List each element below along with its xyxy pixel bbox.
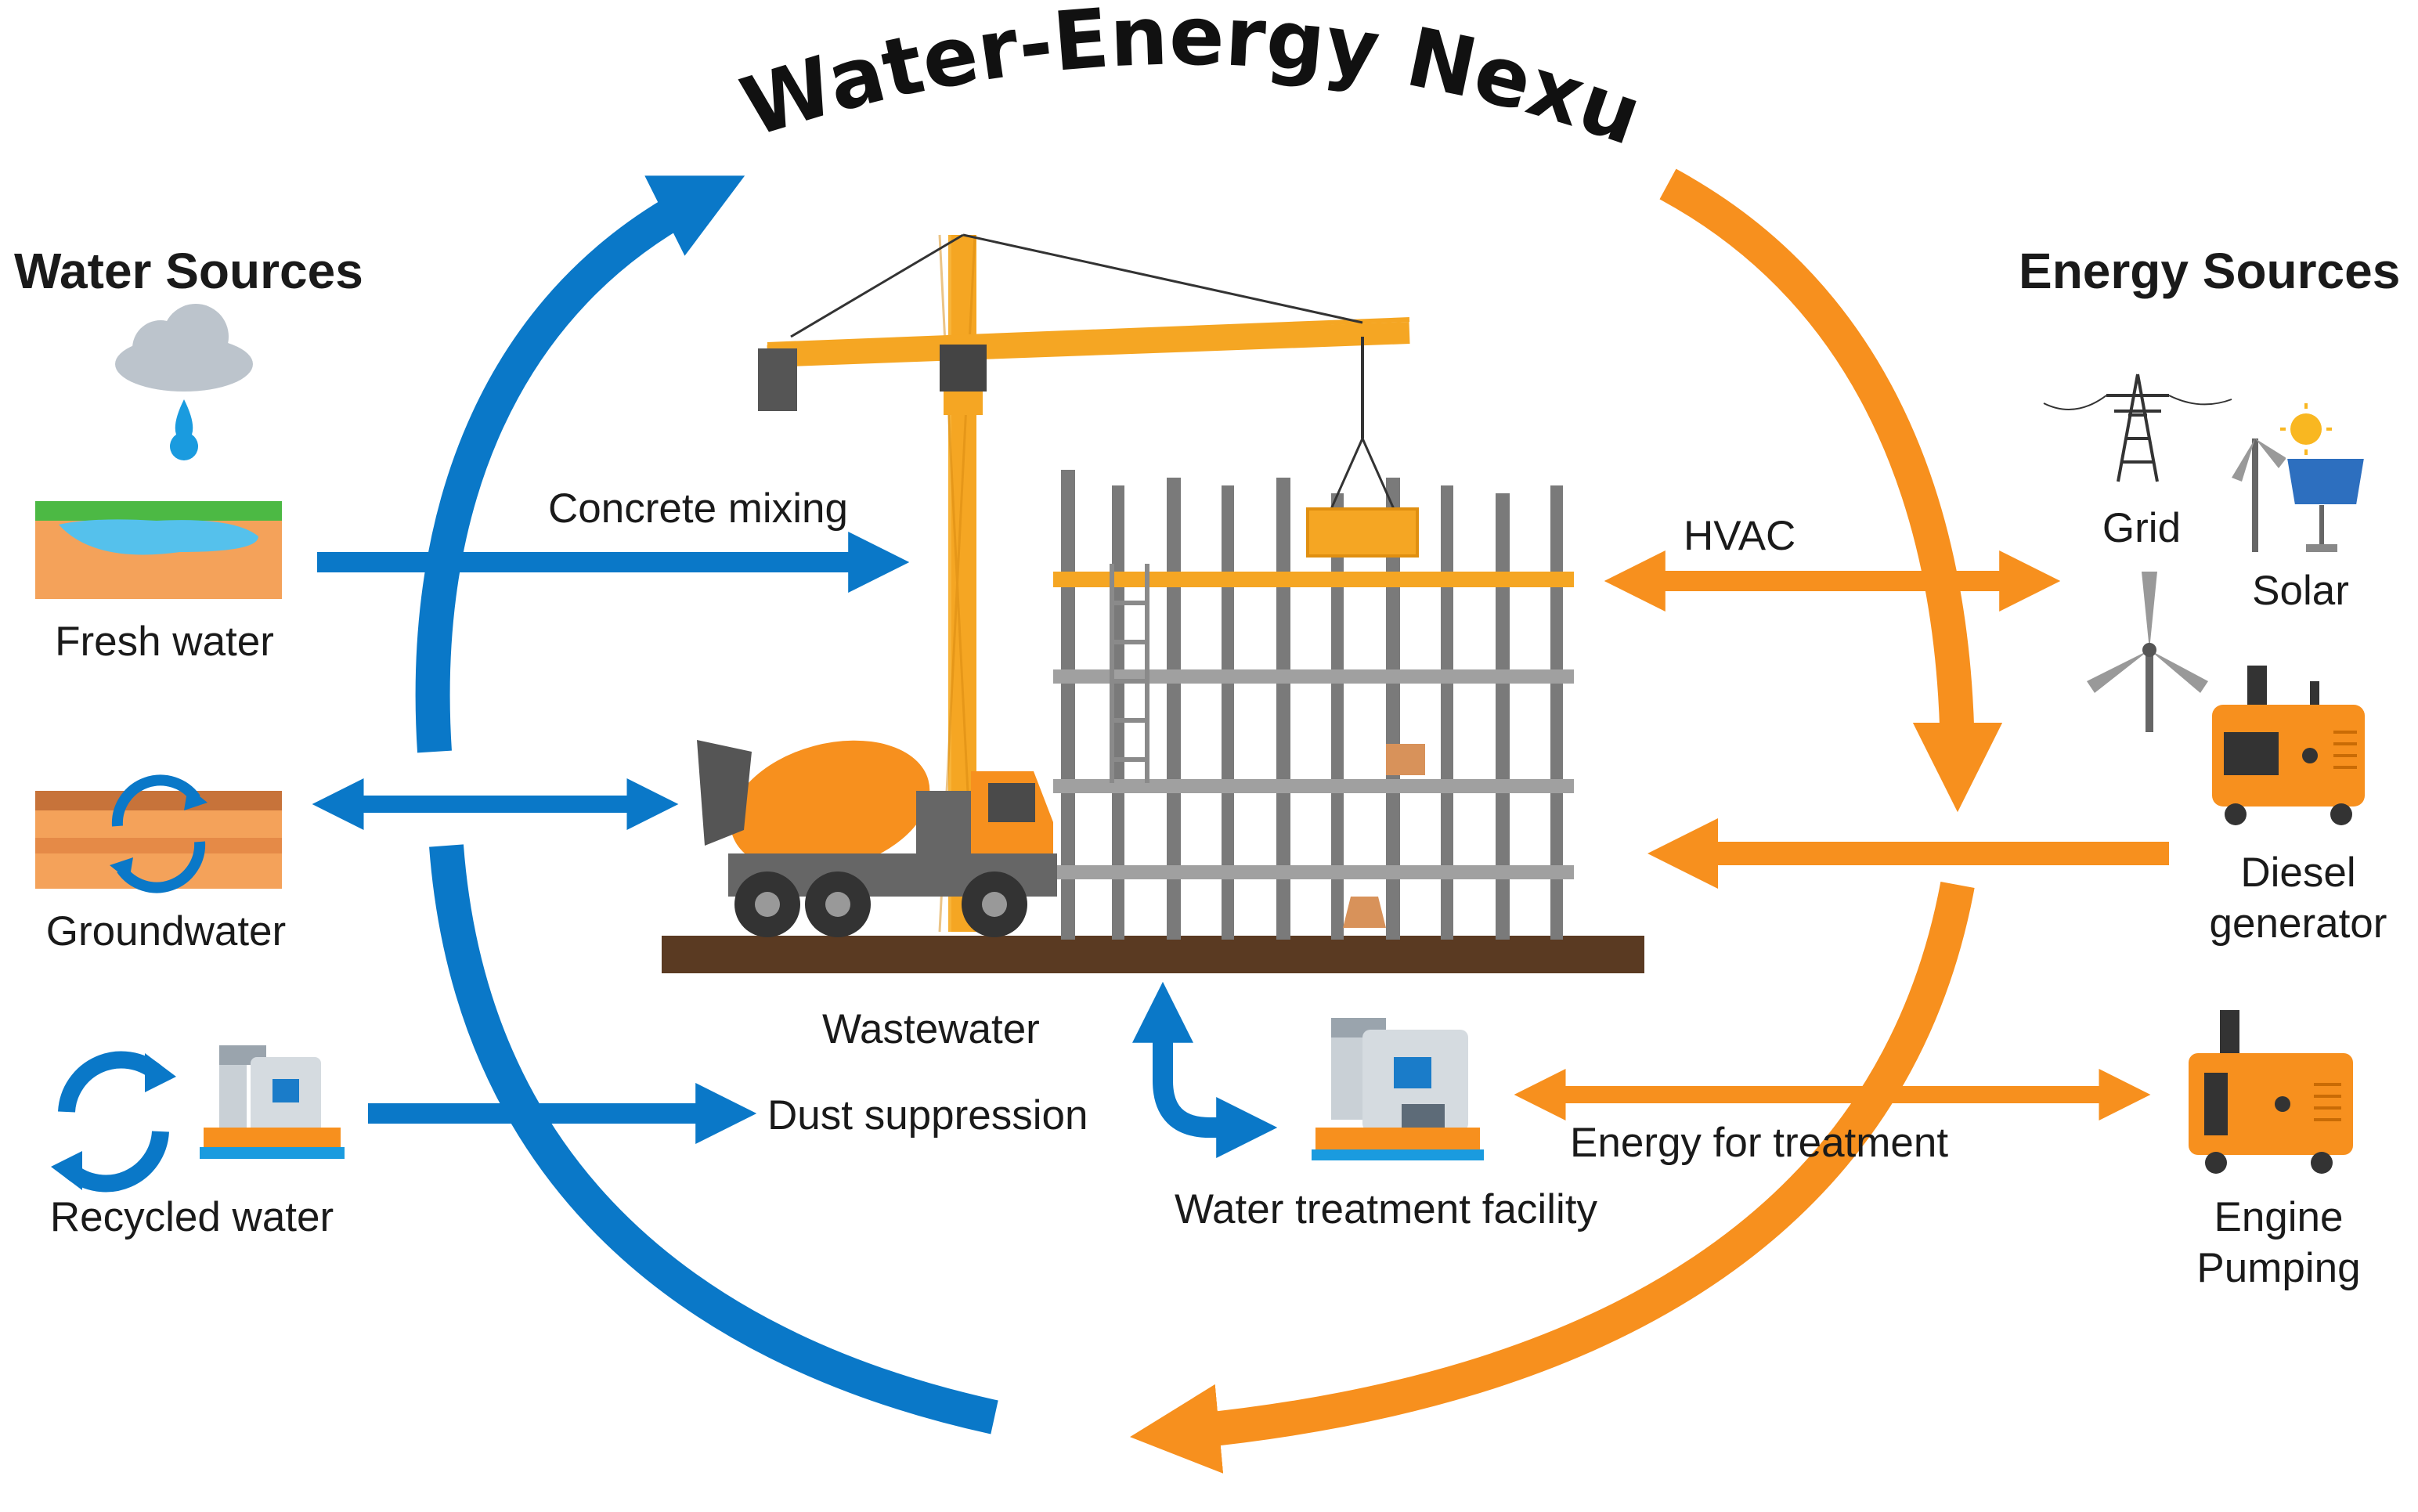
concrete-mixing-label: Concrete mixing: [548, 485, 848, 532]
energy-cycle-arc-right: [1659, 168, 2003, 813]
engine-label-line2: Pumping: [2196, 1245, 2361, 1291]
diesel-label-line2: generator: [2209, 900, 2387, 947]
solar-panel-icon: [2232, 403, 2366, 552]
construction-ground: [662, 936, 1644, 973]
water-sources-heading: Water Sources: [14, 243, 363, 299]
hvac-label: HVAC: [1684, 513, 1796, 559]
cloud-rain-icon: [115, 304, 253, 460]
recycle-icon: [51, 1051, 176, 1193]
energy-cycle-arc-lower: [1130, 881, 1975, 1474]
grid-label: Grid: [2102, 505, 2182, 551]
pump-station-icon: [200, 1045, 345, 1159]
diesel-generator-icon: [2212, 666, 2365, 825]
treatment-plant-icon: [1312, 1018, 1484, 1160]
fresh-water-label: Fresh water: [55, 619, 274, 665]
water-cycle-arc-upper: [415, 175, 745, 753]
groundwater-icon: [35, 774, 282, 893]
arrow-wastewater-treatment: [1132, 981, 1278, 1158]
engine-pump-icon: [2189, 1010, 2353, 1174]
energy-sources-heading: Energy Sources: [2019, 243, 2401, 299]
pond-icon: [35, 501, 282, 599]
wastewater-label: Wastewater: [822, 1006, 1040, 1052]
building-frame-icon: [1053, 470, 1574, 940]
solar-label: Solar: [2252, 568, 2349, 614]
recycled-water-label: Recycled water: [49, 1194, 334, 1240]
mixer-truck-icon: [697, 740, 1057, 937]
water-treatment-facility-label: Water treatment facility: [1175, 1186, 1597, 1232]
groundwater-label: Groundwater: [45, 908, 287, 954]
wind-turbine-icon: [2087, 572, 2208, 732]
water-cycle-arc-lower: [429, 844, 998, 1434]
energy-for-treatment-label: Energy for treatment: [1570, 1120, 1949, 1166]
diesel-label-line1: Diesel: [2240, 850, 2356, 896]
dust-suppression-label: Dust suppression: [767, 1092, 1088, 1139]
diagram-title: Water-Energy Nexus: [0, 0, 1653, 164]
power-tower-icon: [2043, 373, 2232, 482]
engine-label-line1: Engine: [2214, 1194, 2344, 1240]
